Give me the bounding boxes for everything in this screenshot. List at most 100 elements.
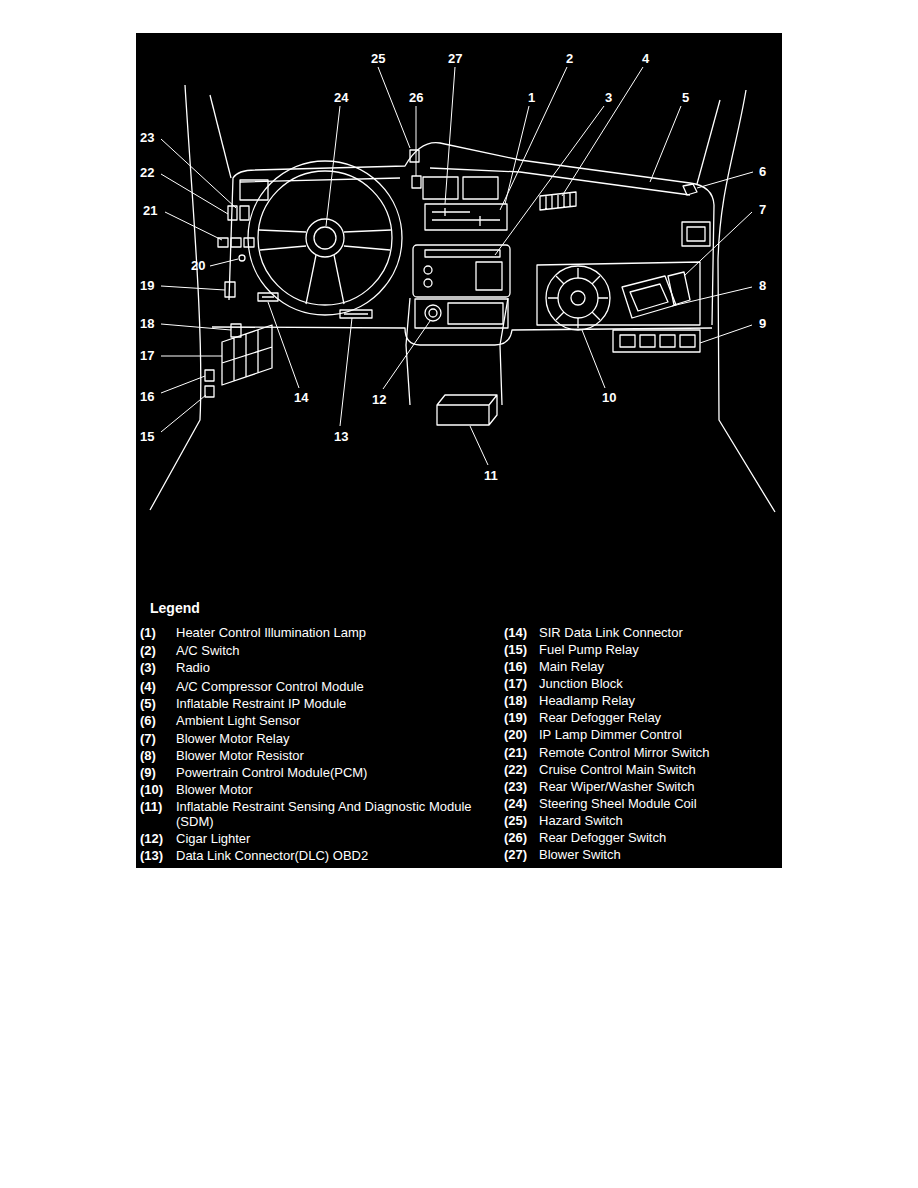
legend-number: (19) [504, 710, 527, 725]
callout-number: 22 [140, 165, 154, 180]
pcm-connector [640, 335, 655, 347]
callout-number: 10 [602, 390, 616, 405]
legend-number: (23) [504, 779, 527, 794]
blower-motor [546, 266, 610, 330]
relay [668, 272, 690, 305]
callout-number: 4 [642, 51, 649, 66]
blower-motor [571, 291, 585, 305]
legend-number: (11) [140, 799, 162, 814]
callout-number: 24 [334, 90, 348, 105]
leader-line [378, 67, 410, 148]
heater-control-detail [432, 208, 500, 226]
switch [412, 176, 421, 188]
pillar-line [150, 85, 201, 510]
legend-text: Rear Wiper/Washer Switch [539, 779, 774, 794]
connector [340, 310, 372, 318]
legend-number: (6) [140, 713, 156, 728]
callout-number: 23 [140, 130, 154, 145]
legend-text: A/C Switch [176, 643, 476, 658]
sdm-box [437, 395, 497, 425]
callout-number: 9 [759, 316, 766, 331]
dash-line [240, 168, 690, 195]
leader-line [500, 67, 567, 210]
callout-number: 27 [448, 51, 462, 66]
legend-text: Rear Defogger Relay [539, 710, 774, 725]
legend-number: (4) [140, 679, 156, 694]
leader-line [495, 106, 604, 255]
legend-text: Cruise Control Main Switch [539, 762, 774, 777]
callout-number: 14 [294, 390, 308, 405]
pillar-line [210, 95, 231, 178]
legend-text: Inflatable Restraint IP Module [176, 696, 476, 711]
callout-number: 2 [566, 51, 573, 66]
vent [687, 227, 705, 241]
radio-knob [424, 266, 432, 274]
switch [410, 150, 419, 162]
legend-text: Rear Defogger Switch [539, 830, 774, 845]
callout-number: 19 [140, 278, 154, 293]
dashboard-drawing [150, 85, 775, 512]
callout-number: 13 [334, 429, 348, 444]
legend-text: Cigar Lighter [176, 831, 476, 846]
legend-text: Powertrain Control Module(PCM) [176, 765, 476, 780]
steering-wheel [258, 171, 392, 305]
callout-number: 18 [140, 316, 154, 331]
steering-spoke [259, 230, 391, 304]
legend-number: (20) [504, 727, 527, 742]
resistor-housing [622, 276, 676, 318]
leader-line [210, 259, 238, 266]
switch [218, 238, 228, 247]
leader-line [383, 321, 430, 389]
steering-wheel [248, 161, 402, 315]
radio-slot [425, 250, 500, 257]
pillar-line [718, 90, 775, 512]
legend-number: (16) [504, 659, 527, 674]
vent [240, 180, 268, 200]
leader-line [161, 139, 236, 208]
leader-line [700, 325, 752, 343]
radio [413, 245, 510, 297]
radio-knob [424, 279, 432, 287]
relay [231, 324, 241, 337]
legend-text: Blower Motor [176, 782, 476, 797]
legend-text: Fuel Pump Relay [539, 642, 774, 657]
legend-number: (12) [140, 831, 163, 846]
ac-module [540, 192, 576, 210]
leader-line [697, 172, 753, 188]
leader-line [165, 212, 222, 240]
relay [205, 386, 214, 397]
glovebox-opening [537, 262, 700, 325]
radio-panel [476, 262, 502, 290]
legend-number: (1) [140, 625, 156, 640]
gauge-box [423, 177, 458, 199]
leader-lines [161, 67, 753, 465]
callout-number: 20 [191, 258, 205, 273]
cigar-lighter [425, 305, 441, 321]
leader-line [161, 356, 222, 357]
legend-text: IP Lamp Dimmer Control [539, 727, 774, 742]
legend-number: (25) [504, 813, 527, 828]
console-panel [415, 299, 508, 328]
legend-number: (9) [140, 765, 156, 780]
dimmer [239, 255, 245, 261]
legend-text: SIR Data Link Connector [539, 625, 774, 640]
callout-number: 8 [759, 278, 766, 293]
blower-fin [548, 268, 608, 328]
legend-number: (3) [140, 660, 156, 675]
vent [682, 222, 710, 246]
callout-number: 12 [372, 392, 386, 407]
callout-number: 3 [605, 90, 612, 105]
legend-number: (14) [504, 625, 527, 640]
switch [231, 238, 241, 247]
console-tray [448, 303, 503, 324]
pcm-connector [680, 335, 695, 347]
callout-number: 26 [409, 90, 423, 105]
legend-number: (7) [140, 731, 156, 746]
switch [244, 238, 254, 247]
junction-block [222, 325, 272, 385]
leader-line [161, 324, 231, 330]
leader-line [268, 302, 299, 388]
leader-line [326, 106, 340, 226]
